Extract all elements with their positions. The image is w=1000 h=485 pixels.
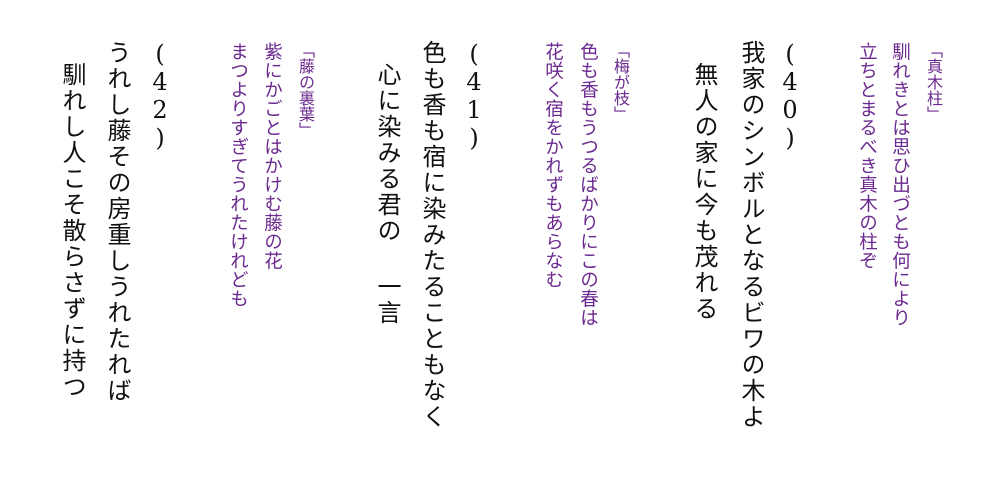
reference-verse-line: 花咲く宿をかれずもあらなむ — [542, 42, 564, 289]
reference-verse-line: 馴れきとは思ひ出づとも何により — [889, 42, 911, 327]
poem-line: 心に染みる君の 一言 — [373, 62, 401, 326]
reference-verse-line: 色も香もうつるばかりにこの春は — [577, 42, 599, 327]
reference-verse-line: まつよりすぎてうれたけれども — [227, 42, 249, 308]
reference-title: 「真木柱」 — [924, 42, 943, 122]
poem-line: 馴れし人こそ散らさずに持つ — [58, 62, 86, 400]
poem-number: (41) — [460, 40, 488, 152]
reference-title: 「藤の裏葉」 — [296, 42, 315, 138]
poem-line: 無人の家に今も茂れる — [690, 62, 718, 322]
poem-number: (42) — [146, 40, 174, 152]
poem-line: うれし藤その房重しうれたれば — [103, 40, 131, 404]
poem-line: 我家のシンボルとなるビワの木よ — [737, 40, 765, 430]
poem-line: 色も香も宿に染みたることもなく — [418, 40, 446, 430]
reference-verse-line: 立ちとまるべき真木の柱ぞ — [856, 42, 878, 270]
poem-number: (40) — [776, 40, 804, 152]
reference-title: 「梅が枝」 — [611, 42, 630, 122]
reference-verse-line: 紫にかごとはかけむ藤の花 — [261, 42, 283, 270]
